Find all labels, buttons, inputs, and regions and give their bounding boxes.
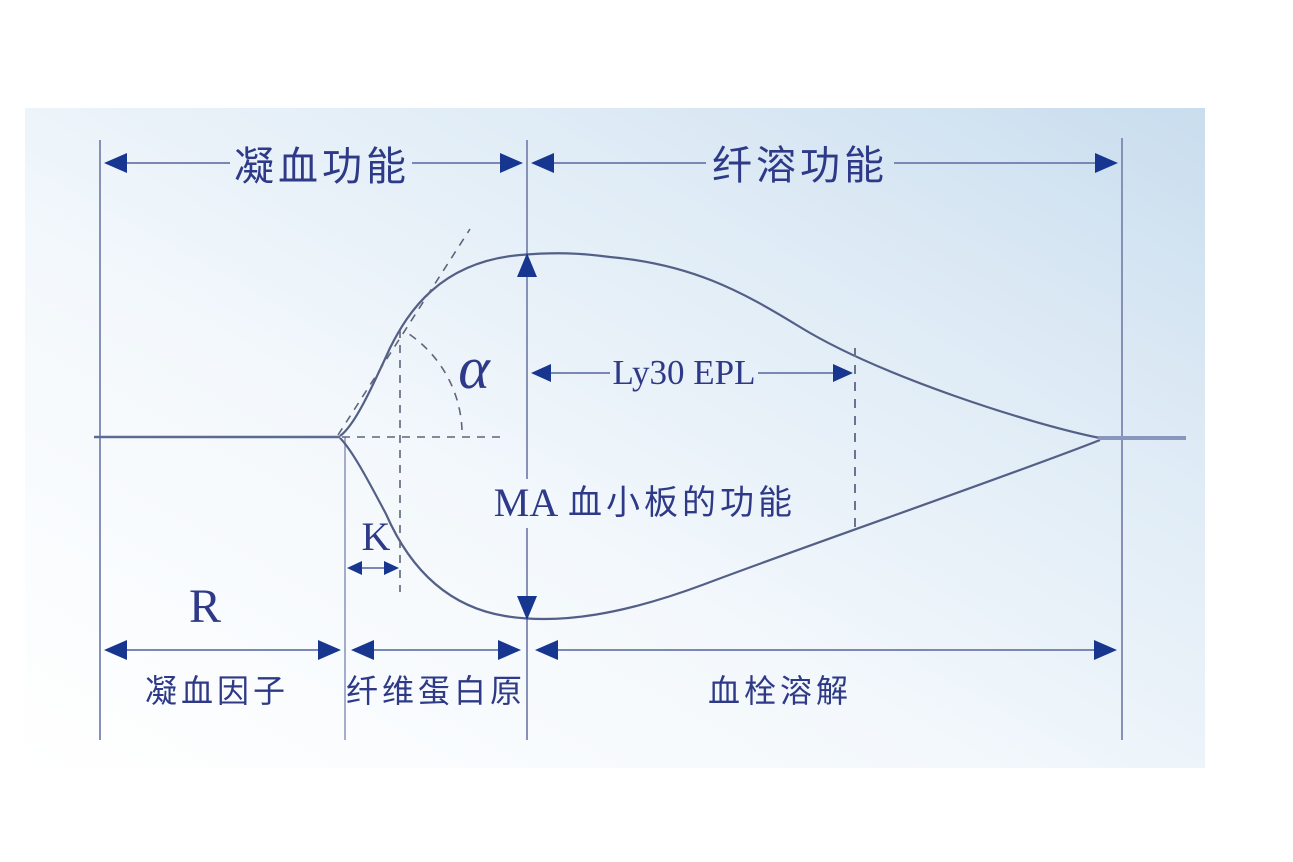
bottom-measure-lysis — [535, 640, 1117, 660]
arrowhead-left-icon — [104, 153, 127, 173]
arrowhead-left-icon — [531, 364, 551, 382]
thrombolysis-label: 血栓溶解 — [708, 673, 852, 709]
top-measure-fibrinolysis: 纤溶功能 — [531, 143, 1118, 188]
arrowhead-left-icon — [347, 561, 362, 575]
ly30-epl-label: Ly30 EPL — [613, 353, 756, 392]
ma-label: MA — [494, 480, 559, 525]
r-time-label: R — [189, 580, 221, 633]
alpha-tangent-dashed-line — [337, 228, 471, 436]
arrowhead-right-icon — [384, 561, 399, 575]
arrowhead-right-icon — [318, 640, 341, 660]
top-measure-coagulation: 凝血功能 — [104, 144, 523, 189]
arrowhead-left-icon — [535, 640, 558, 660]
arrowhead-right-icon — [833, 364, 853, 382]
platelet-function-label: 血小板的功能 — [568, 484, 796, 522]
alpha-angle-label: α — [458, 335, 491, 401]
teg-lower-curve — [339, 437, 1101, 621]
arrowhead-left-icon — [531, 153, 554, 173]
ma-measure: MA 血小板的功能 — [494, 253, 796, 620]
fibrinogen-label: 纤维蛋白原 — [346, 673, 526, 709]
teg-upper-curve — [339, 252, 1101, 440]
bottom-measure-r — [104, 640, 341, 660]
bottom-measure-fibrinogen — [351, 640, 521, 660]
arrowhead-down-icon — [517, 596, 537, 620]
ly30-measure: Ly30 EPL — [531, 348, 856, 528]
fibrinolysis-function-label: 纤溶功能 — [712, 143, 888, 188]
arrowhead-left-icon — [351, 640, 374, 660]
arrowhead-right-icon — [498, 640, 521, 660]
k-measure: K — [347, 514, 399, 575]
arrowhead-left-icon — [104, 640, 127, 660]
arrowhead-up-icon — [517, 253, 537, 277]
arrowhead-right-icon — [1095, 153, 1118, 173]
k-time-label: K — [362, 514, 391, 559]
coagulation-function-label: 凝血功能 — [234, 144, 410, 189]
arrowhead-right-icon — [500, 153, 523, 173]
coagulation-factor-label: 凝血因子 — [145, 673, 289, 709]
arrowhead-right-icon — [1094, 640, 1117, 660]
